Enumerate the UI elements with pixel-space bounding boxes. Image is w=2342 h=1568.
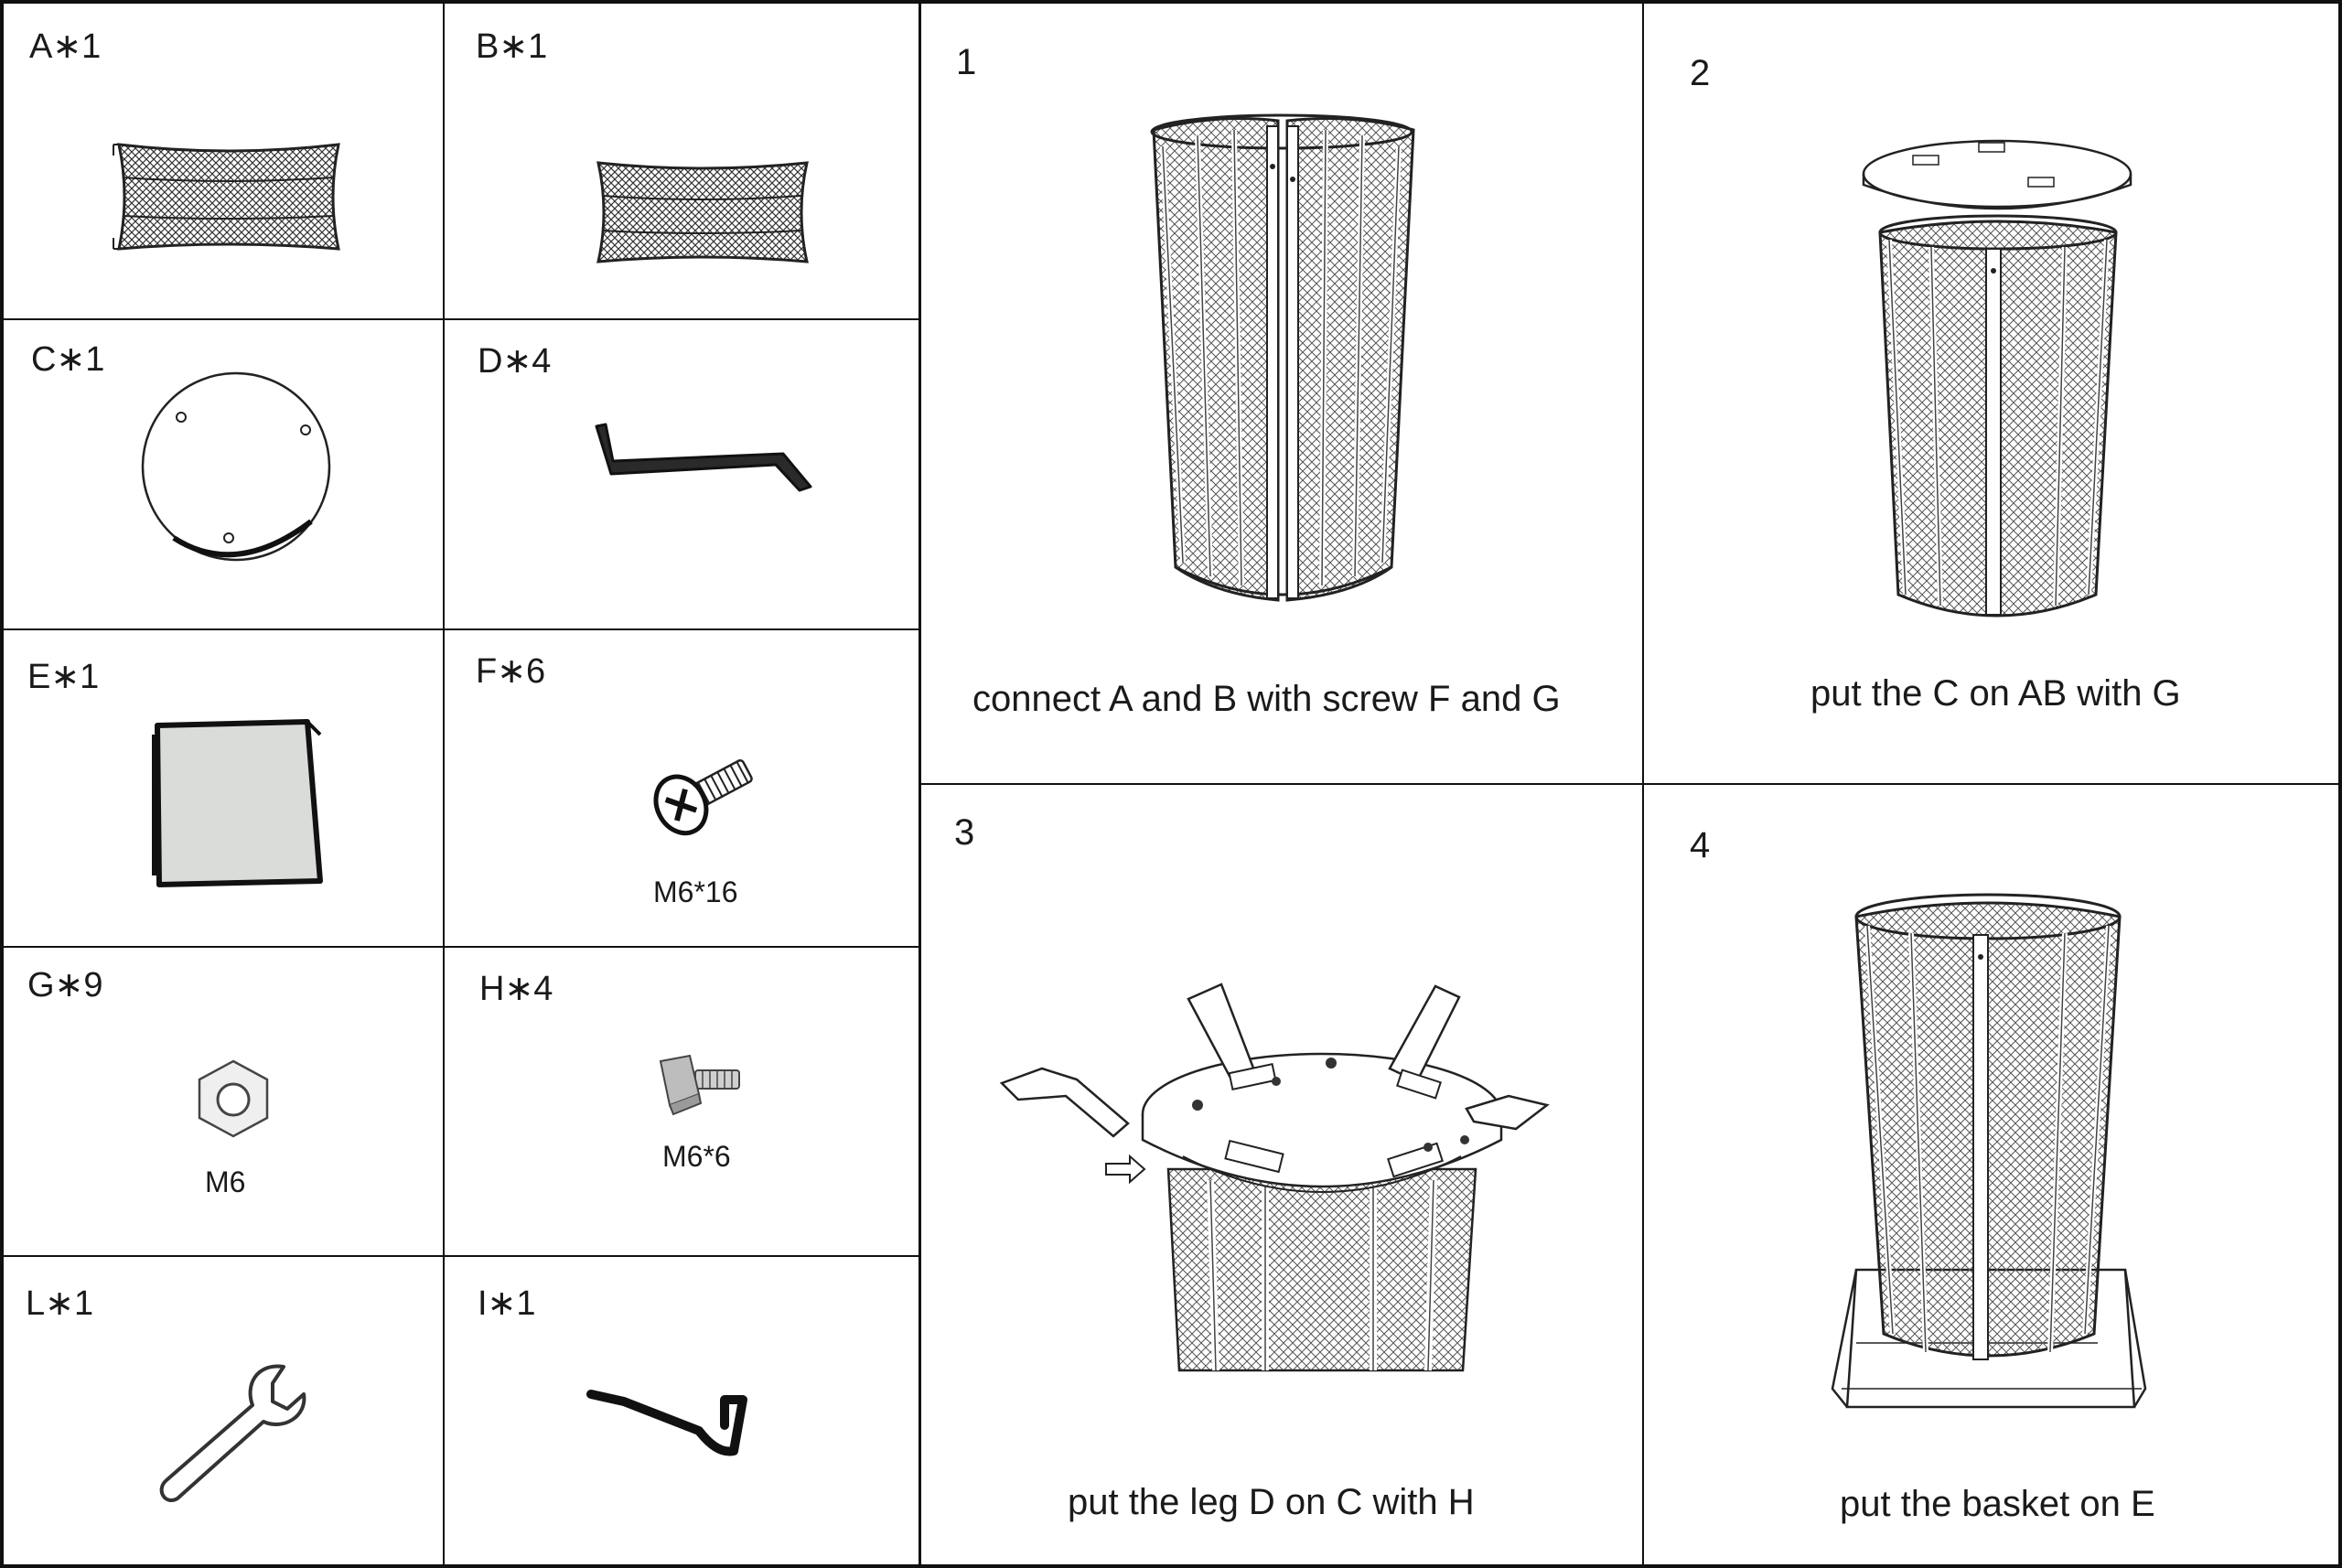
- part-label-h: H∗4: [479, 970, 553, 1008]
- round-top-plate-c-illustration: [141, 371, 331, 562]
- screw-f-size: M6*16: [653, 875, 738, 908]
- outer-border-top: [0, 0, 2342, 4]
- step-cell-2: 2 put the C on AB with G: [1644, 0, 2338, 783]
- steps-row-divider: [919, 783, 2342, 785]
- step-3-illustration: [999, 983, 1550, 1372]
- part-cell-e: E∗1: [0, 630, 443, 946]
- step-caption-4: put the basket on E: [1840, 1484, 2155, 1524]
- parts-row-divider-2: [0, 628, 920, 630]
- wrench-l-illustration: [159, 1364, 306, 1502]
- step-cell-3: 3 put the leg D on C w: [921, 785, 1642, 1564]
- base-tray-e-illustration: [152, 719, 323, 887]
- part-cell-l: L∗1: [0, 1257, 443, 1564]
- step-caption-3: put the leg D on C with H: [1068, 1482, 1475, 1522]
- part-cell-h: H∗4 M6*6: [445, 948, 919, 1255]
- part-label-i: I∗1: [478, 1284, 536, 1323]
- part-cell-d: D∗4: [445, 320, 919, 628]
- outer-border-bottom: [0, 1564, 2342, 1568]
- part-label-c: C∗1: [31, 340, 105, 379]
- part-cell-c: C∗1: [0, 320, 443, 628]
- part-label-a: A∗1: [29, 27, 102, 66]
- part-cell-g: G∗9 M6: [0, 948, 443, 1255]
- parts-column-divider: [443, 0, 445, 1568]
- part-label-g: G∗9: [27, 966, 103, 1004]
- hex-key-i-illustration: [586, 1390, 747, 1456]
- step-1-illustration: [1150, 113, 1415, 602]
- bolt-h-size: M6*6: [662, 1140, 731, 1173]
- part-cell-i: I∗1: [445, 1257, 919, 1564]
- mesh-panel-a-illustration: [113, 143, 340, 251]
- step-2-illustration: [1862, 139, 2133, 618]
- hex-nut-g-size: M6: [205, 1165, 246, 1198]
- part-label-e: E∗1: [27, 658, 100, 696]
- screw-f-illustration: [653, 759, 753, 836]
- part-cell-a: A∗1: [0, 0, 443, 318]
- step-number-2: 2: [1690, 53, 1711, 93]
- part-label-l: L∗1: [26, 1284, 94, 1323]
- step-number-1: 1: [956, 42, 977, 82]
- mesh-panel-b-illustration: [596, 161, 809, 263]
- step-caption-1: connect A and B with screw F and G: [972, 679, 1561, 719]
- parts-row-divider-4: [0, 1255, 920, 1257]
- part-label-f: F∗6: [476, 652, 546, 691]
- step-number-4: 4: [1690, 825, 1711, 865]
- part-cell-b: B∗1: [445, 0, 919, 318]
- part-label-b: B∗1: [476, 27, 548, 66]
- part-cell-f: F∗6 M6*16: [445, 630, 919, 946]
- step-cell-4: 4 put the basket on E: [1644, 785, 2338, 1564]
- leg-bracket-d-illustration: [595, 423, 812, 492]
- step-caption-2: put the C on AB with G: [1810, 673, 2181, 714]
- step-number-3: 3: [954, 812, 975, 853]
- bolt-h-illustration: [659, 1054, 740, 1116]
- parts-row-divider-1: [0, 318, 920, 320]
- hex-nut-g-illustration: [198, 1059, 269, 1138]
- part-label-d: D∗4: [478, 342, 552, 381]
- parts-row-divider-3: [0, 946, 920, 948]
- outer-border-left: [0, 0, 4, 1568]
- step-4-illustration: [1831, 893, 2147, 1409]
- step-cell-1: 1 connect A and B with screw F and G: [921, 0, 1642, 783]
